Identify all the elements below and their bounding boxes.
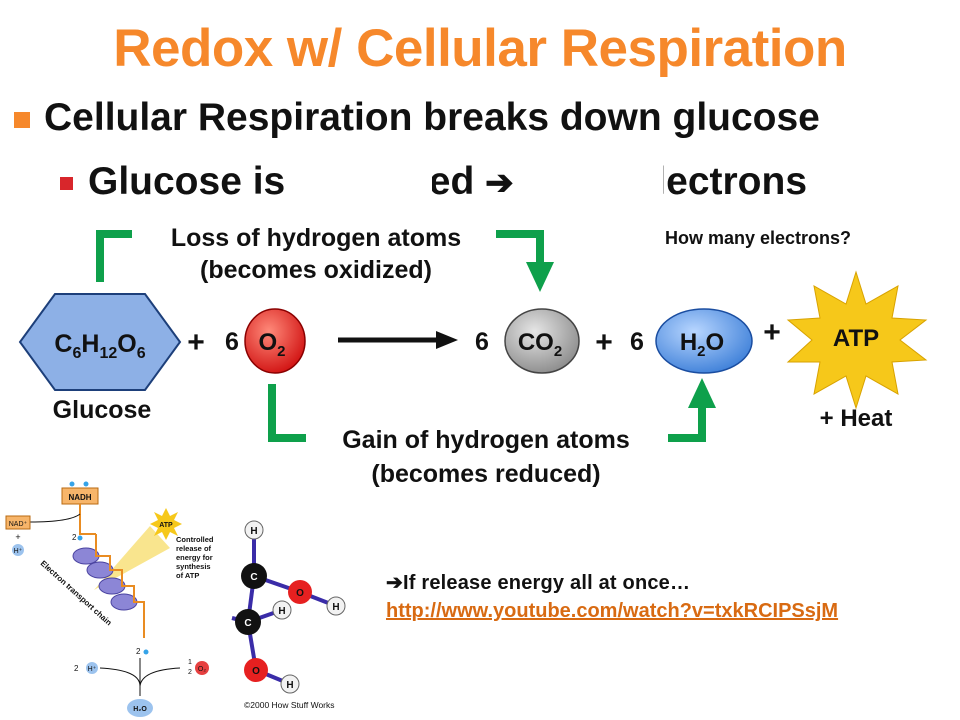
glucose-formula: C6H12O6: [54, 330, 145, 362]
controlled-line-5: of ATP: [176, 571, 199, 580]
respiration-equation: Loss of hydrogen atoms (becomes oxidized…: [18, 214, 930, 488]
two-e-label: 2: [72, 533, 77, 542]
youtube-link[interactable]: http://www.youtube.com/watch?v=txkRCIPSs…: [386, 600, 839, 622]
h-plus-label: H⁺: [14, 548, 23, 555]
plus-3: +: [763, 316, 781, 349]
bullet-1: Cellular Respiration breaks down glucose: [44, 96, 820, 139]
atom-o-1: O: [296, 588, 304, 599]
o2-mini-label: O₂: [198, 666, 206, 673]
half-num: 1: [188, 659, 192, 666]
atom-h-4: H: [286, 680, 293, 691]
atp-label: ATP: [833, 325, 879, 352]
controlled-line-2: release of: [176, 544, 212, 553]
h2o-mini-label: H₂O: [133, 706, 147, 713]
mini-atp-burst: [150, 508, 182, 540]
h-label: H⁺: [88, 666, 97, 673]
h2o-coef: 6: [630, 328, 644, 356]
co2-molecule: [504, 308, 580, 374]
right-arrow-icon: ➔: [386, 572, 403, 594]
nadh-label: NADH: [68, 493, 91, 502]
atom-h-3: H: [278, 606, 285, 617]
atom-h-1: H: [250, 526, 257, 537]
plus-2: +: [595, 326, 613, 359]
o2-molecule: [244, 308, 306, 374]
bullet-marker: [14, 112, 30, 128]
heat-label: + Heat: [820, 405, 893, 432]
gain-arrow-head: [688, 378, 716, 408]
molecule-model: H C O H H C O H: [231, 520, 346, 694]
controlled-line-1: Controlled: [176, 535, 214, 544]
gain-label-2: (becomes reduced): [371, 460, 600, 488]
molecule-credit: ©2000 How Stuff Works: [244, 700, 335, 710]
controlled-line-4: synthesis: [176, 562, 211, 571]
atom-c-1: C: [250, 572, 257, 583]
glucose-label: Glucose: [53, 396, 152, 424]
atp-starburst: [786, 270, 928, 410]
right-arrow-icon: ➔: [485, 164, 514, 202]
gain-bracket-right: [668, 406, 706, 442]
plus-1: +: [187, 326, 205, 359]
atom-h-2: H: [332, 602, 339, 613]
co2-coef: 6: [475, 328, 489, 356]
controlled-line-3: energy for: [176, 553, 213, 562]
bullet-2-start: Glucose is: [88, 160, 286, 203]
two-h-label: 2: [74, 664, 79, 673]
page-title: Redox w/ Cellular Respiration: [113, 19, 847, 78]
loss-bracket: [96, 230, 132, 282]
half-den: 2: [188, 669, 192, 676]
glucose-hexagon: [18, 293, 182, 391]
mini-atp-label: ATP: [159, 522, 173, 529]
loss-bracket-right: [496, 230, 544, 264]
electron-transport-diagram: NADH NAD⁺ + H⁺ 2 Electron transport chai…: [5, 481, 346, 717]
h2o-molecule: [655, 308, 753, 374]
loss-label-1: Loss of hydrogen atoms: [171, 224, 461, 252]
atom-o-2: O: [252, 666, 260, 677]
loss-arrow-head: [526, 262, 554, 292]
nad-box: [5, 515, 31, 530]
mini-plus: +: [15, 532, 20, 542]
two-e-bottom: 2: [136, 647, 141, 656]
energy-cone: [94, 526, 170, 590]
nad-label: NAD⁺: [9, 521, 28, 528]
atom-c-2: C: [244, 618, 251, 629]
h2o-mini: [127, 699, 153, 717]
gain-label-1: Gain of hydrogen atoms: [342, 426, 630, 454]
o2-coef: 6: [225, 328, 239, 356]
question-label: How many electrons?: [665, 228, 851, 248]
loss-label-2: (becomes oxidized): [200, 256, 432, 284]
blank-box-2: [545, 158, 663, 214]
bullet-marker-sub: [60, 177, 73, 190]
blank-box-1: [310, 152, 432, 208]
gain-bracket: [268, 384, 306, 442]
release-note: ➔If release energy all at once…: [386, 572, 691, 594]
reaction-arrow-head: [436, 331, 458, 349]
